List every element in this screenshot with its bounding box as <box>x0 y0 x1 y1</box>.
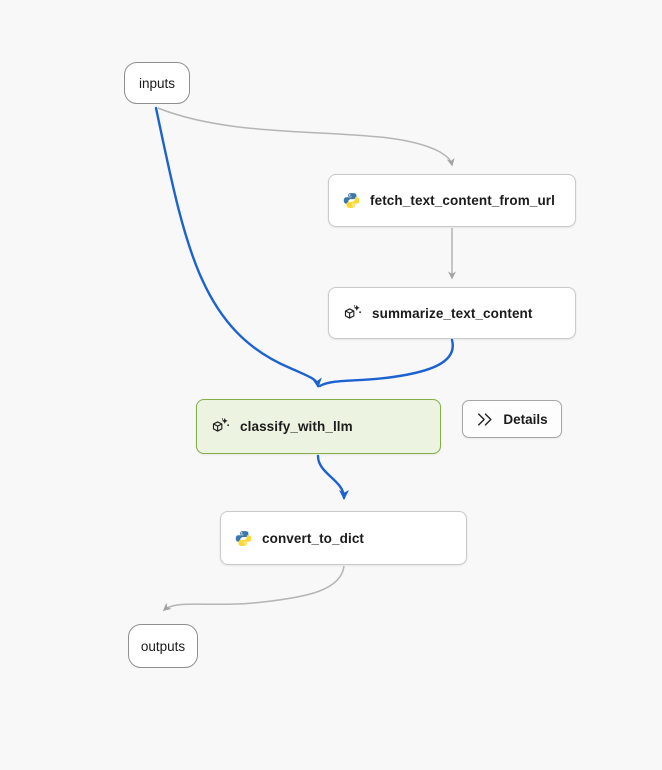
double-chevron-right-icon <box>476 412 494 427</box>
llm-sparkle-icon <box>343 304 362 323</box>
node-label: outputs <box>140 638 186 654</box>
edge-inputs-to-fetch <box>157 107 455 167</box>
edge-inputs-to-classify <box>154 106 322 388</box>
graph-node-fetch-text-content-from-url[interactable]: fetch_text_content_from_url <box>328 174 576 227</box>
edge-convert-to-outputs <box>162 565 345 611</box>
graph-node-outputs[interactable]: outputs <box>128 624 198 668</box>
details-button-label: Details <box>503 411 548 427</box>
graph-node-classify-with-llm[interactable]: classify_with_llm <box>196 399 441 454</box>
node-label: convert_to_dict <box>262 530 365 546</box>
node-label: summarize_text_content <box>372 305 533 321</box>
graph-node-summarize-text-content[interactable]: summarize_text_content <box>328 287 576 339</box>
details-button[interactable]: Details <box>462 400 562 438</box>
node-label: inputs <box>138 75 176 91</box>
python-icon <box>343 192 360 209</box>
python-icon <box>235 530 252 547</box>
graph-node-convert-to-dict[interactable]: convert_to_dict <box>220 511 467 565</box>
llm-sparkle-icon <box>211 417 230 436</box>
graph-node-inputs[interactable]: inputs <box>124 62 190 104</box>
node-label: classify_with_llm <box>240 419 353 434</box>
edge-summarize-to-classify <box>318 338 454 388</box>
edge-classify-to-convert <box>316 454 349 500</box>
node-label: fetch_text_content_from_url <box>370 193 555 208</box>
